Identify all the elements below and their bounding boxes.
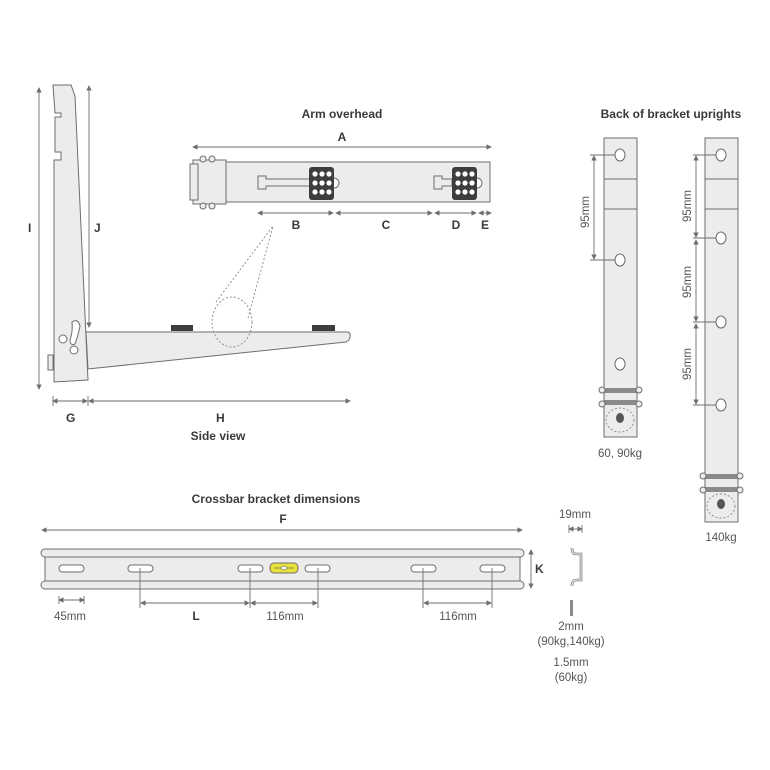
label-B: B: [292, 218, 301, 232]
mount-slot: [304, 564, 331, 573]
label-I: I: [28, 221, 31, 235]
side-view-title: Side view: [191, 429, 246, 443]
side-view: I J G H Side view: [28, 84, 351, 443]
mount-slot: [237, 564, 264, 573]
upright-body: [704, 137, 739, 523]
upright-60-90kg: 95mm 60, 90kg: [580, 137, 643, 460]
bracket-uprights: Back of bracket uprights 95mm 60, 90kg: [580, 107, 744, 544]
bracket-clip: [47, 354, 54, 371]
upright-body: [603, 137, 638, 438]
mount-slot: [479, 564, 506, 573]
caption-140kg: 140kg: [705, 532, 736, 544]
rubber-pad-1: [171, 325, 193, 331]
label-A: A: [338, 130, 347, 144]
label-1-5mm: 1.5mm: [553, 657, 588, 669]
spacing-95mm: 95mm: [580, 196, 592, 228]
rubber-pad-2: [312, 325, 335, 331]
lock-hole: [69, 345, 79, 355]
detail-callout-circle: [211, 296, 253, 348]
arm-overhead-title: Arm overhead: [302, 107, 383, 121]
uprights-title: Back of bracket uprights: [601, 107, 742, 121]
mount-slot: [127, 564, 154, 573]
upright-140kg: 95mm 95mm 95mm 140kg: [682, 137, 744, 544]
spacing-95mm-2: 95mm: [682, 266, 694, 298]
label-E: E: [481, 218, 489, 232]
crossbar: Crossbar bracket dimensions F K 45m: [40, 492, 544, 623]
label-116mm-right: 116mm: [439, 611, 477, 623]
label-K: K: [535, 562, 544, 576]
label-90-140kg: (90kg,140kg): [537, 636, 604, 648]
arm-overhead: Arm overhead A: [189, 107, 492, 232]
pivot-hole: [58, 334, 68, 344]
label-G: G: [66, 411, 75, 425]
label-J: J: [94, 221, 101, 235]
spacing-95mm-1: 95mm: [682, 190, 694, 222]
thickness-indicator: [570, 600, 573, 616]
caption-60-90kg: 60, 90kg: [598, 448, 642, 460]
clamp-plate: [189, 163, 199, 201]
label-L: L: [192, 609, 199, 623]
crossbar-bottom-flange: [40, 580, 525, 590]
arm-profile: [85, 331, 351, 370]
mount-slot: [410, 564, 437, 573]
crossbar-top-flange: [40, 548, 525, 558]
label-19mm: 19mm: [559, 509, 591, 521]
label-45mm: 45mm: [54, 611, 86, 623]
crossbar-profile: 19mm 2mm (90kg,140kg) 1.5mm (60kg): [537, 509, 604, 684]
adjust-slot: [69, 320, 81, 345]
spacing-95mm-3: 95mm: [682, 348, 694, 380]
spirit-level-icon: [269, 562, 299, 574]
mount-slot: [58, 564, 85, 573]
upright-profile: [52, 84, 89, 383]
label-D: D: [452, 218, 461, 232]
label-C: C: [382, 218, 391, 232]
crossbar-title: Crossbar bracket dimensions: [192, 492, 361, 506]
label-H: H: [216, 411, 225, 425]
label-60kg: (60kg): [555, 672, 588, 684]
label-116mm-center: 116mm: [266, 611, 304, 623]
label-F: F: [279, 512, 286, 526]
label-2mm: 2mm: [558, 621, 584, 633]
